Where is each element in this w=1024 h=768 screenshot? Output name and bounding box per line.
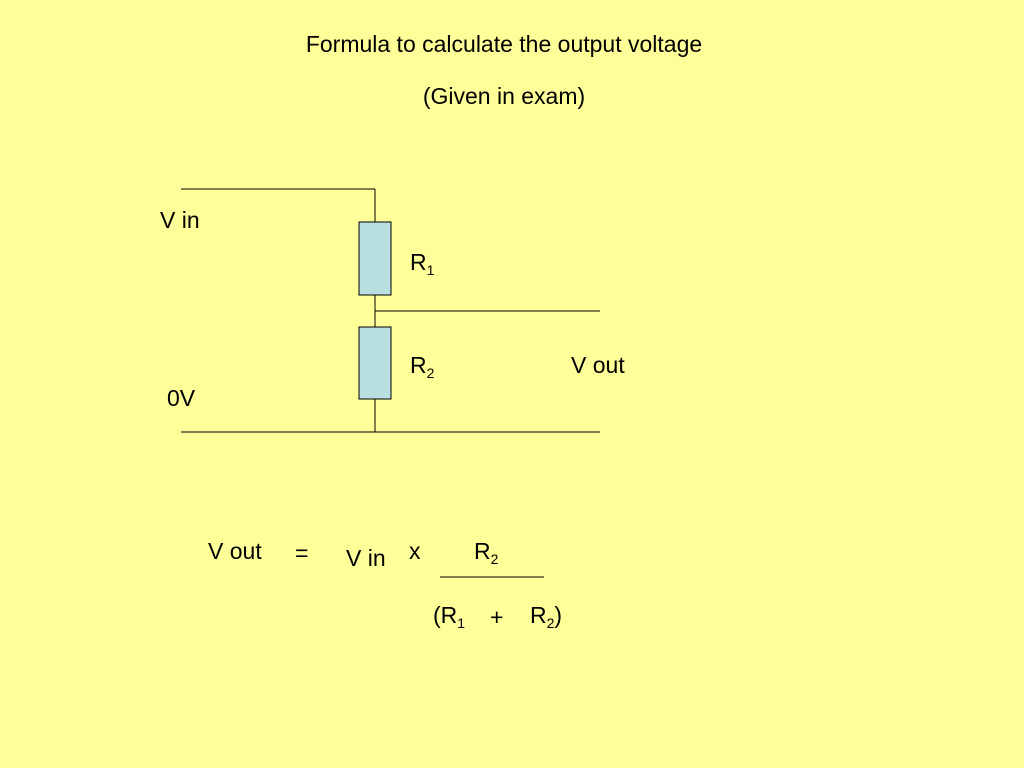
r2-letter: R bbox=[410, 352, 427, 378]
r2-label: R2 bbox=[410, 352, 434, 381]
formula-numerator: R2 bbox=[474, 538, 498, 567]
denominator-r2: R2) bbox=[530, 602, 563, 631]
formula-lhs: V out bbox=[208, 538, 262, 564]
r1-subscript: 1 bbox=[426, 262, 435, 278]
denominator-plus: + bbox=[490, 604, 504, 630]
ground-label: 0V bbox=[167, 385, 196, 411]
vout-label: V out bbox=[571, 352, 625, 378]
r1-letter: R bbox=[410, 249, 427, 275]
denominator-open-paren: ( bbox=[433, 602, 441, 628]
slide-title: Formula to calculate the output voltage bbox=[305, 31, 703, 57]
formula-times: x bbox=[409, 538, 421, 564]
resistor-r1 bbox=[358, 221, 392, 296]
denominator-r1-letter: R bbox=[440, 602, 458, 628]
r2-subscript: 2 bbox=[426, 365, 435, 381]
slide-subtitle: (Given in exam) bbox=[422, 83, 586, 109]
formula-denominator: (R1 bbox=[433, 602, 465, 631]
resistor-r2 bbox=[358, 326, 392, 400]
denominator-close-paren: ) bbox=[554, 602, 563, 628]
numerator-letter: R bbox=[474, 538, 491, 564]
numerator-subscript: 2 bbox=[490, 551, 499, 567]
vin-label: V in bbox=[160, 207, 200, 233]
formula-vin: V in bbox=[346, 545, 386, 571]
denominator-r2-letter: R bbox=[530, 602, 547, 628]
denominator-r2-subscript: 2 bbox=[546, 615, 555, 631]
denominator-r1-subscript: 1 bbox=[457, 615, 466, 631]
formula-equals: = bbox=[295, 540, 309, 566]
r1-label: R1 bbox=[410, 249, 434, 278]
